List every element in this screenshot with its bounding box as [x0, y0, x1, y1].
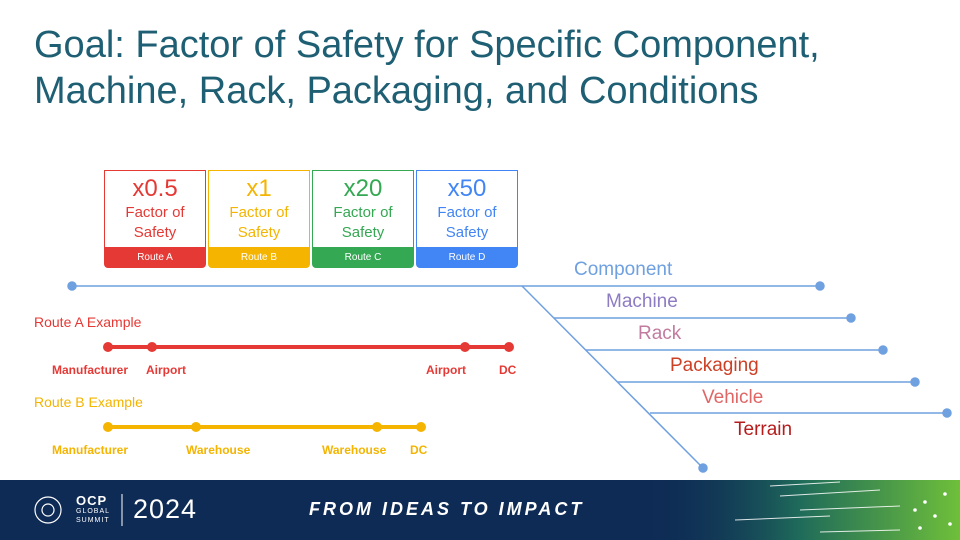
- spark-dot: [923, 500, 927, 504]
- logo-ocp-text: OCP: [76, 493, 108, 508]
- spark-dot: [913, 508, 917, 512]
- route-a-stop-label: Airport: [426, 363, 466, 377]
- spark-dot: [933, 514, 937, 518]
- factor-multiplier: x50: [447, 175, 487, 202]
- route-a-stop-label: Airport: [146, 363, 186, 377]
- factor-multiplier: x0.5: [132, 175, 178, 202]
- spine-start-dot: [67, 281, 77, 291]
- diagonal-end-dot: [698, 463, 708, 473]
- spark-dot: [918, 526, 922, 530]
- footer-banner: OCP GLOBAL SUMMIT 2024 FROM IDEAS TO IMP…: [0, 480, 960, 540]
- arrow-streak: [779, 489, 881, 497]
- branch-label-component: Component: [574, 259, 673, 280]
- branch-label-rack: Rack: [638, 323, 682, 344]
- factor-multiplier: x20: [343, 175, 383, 202]
- route-a-stop-dot: [147, 342, 157, 352]
- footer-art: [34, 480, 960, 540]
- factor-box-route-d: x50 Factor of Safety: [416, 170, 518, 248]
- factor-box-route-c: x20 Factor of Safety: [312, 170, 414, 248]
- branch-label-machine: Machine: [606, 291, 678, 312]
- route-a-stop-label: DC: [499, 363, 517, 377]
- footer-tagline: FROM IDEAS TO IMPACT: [309, 499, 585, 519]
- footer-year: 2024: [133, 494, 198, 524]
- route-tag-d: Route D: [416, 248, 518, 268]
- logo-subtext-global: GLOBAL: [76, 508, 111, 515]
- diagonal-line: [521, 285, 704, 469]
- spark-dot: [943, 492, 947, 496]
- branch-end-dot: [815, 281, 825, 291]
- factor-label: Factor of Safety: [125, 204, 185, 241]
- diagram-lines: [67, 281, 952, 473]
- branch-label-vehicle: Vehicle: [702, 387, 764, 408]
- branch-end-dot: [846, 313, 856, 323]
- branch-label-packaging: Packaging: [670, 355, 759, 376]
- route-b-stop-label: DC: [410, 443, 428, 457]
- route-tag-a: Route A: [104, 248, 206, 268]
- route-tag-c: Route C: [312, 248, 414, 268]
- route-b-stop-label: Manufacturer: [52, 443, 129, 457]
- route-b-stop-label: Warehouse: [322, 443, 387, 457]
- factor-label: Factor of Safety: [229, 204, 289, 241]
- route-a-stop-dot: [460, 342, 470, 352]
- route-a-stop-dot: [103, 342, 113, 352]
- factor-label: Factor of Safety: [333, 204, 393, 241]
- ocp-logo-icon: [34, 496, 62, 524]
- route-tag-b: Route B: [208, 248, 310, 268]
- arrow-streak: [734, 515, 831, 521]
- route-b-stop-dot: [191, 422, 201, 432]
- arrow-streak: [799, 505, 901, 511]
- route-a-stop-label: Manufacturer: [52, 363, 129, 377]
- route-b-stop-dot: [103, 422, 113, 432]
- branch-end-dot: [878, 345, 888, 355]
- factor-box-route-b: x1 Factor of Safety: [208, 170, 310, 248]
- factor-box-route-a: x0.5 Factor of Safety: [104, 170, 206, 248]
- factor-multiplier: x1: [246, 175, 272, 202]
- page-title: Goal: Factor of Safety for Specific Comp…: [34, 24, 820, 112]
- route-b-stop-dot: [372, 422, 382, 432]
- branch-label-terrain: Terrain: [734, 419, 793, 440]
- arrow-streak: [819, 529, 901, 533]
- route-b-stop-label: Warehouse: [186, 443, 251, 457]
- spark-dot: [948, 522, 952, 526]
- arrow-streak: [769, 481, 841, 487]
- route-a-example-title: Route A Example: [34, 314, 142, 330]
- route-b-example-title: Route B Example: [34, 394, 143, 410]
- branch-end-dot: [942, 408, 952, 418]
- route-a-stop-dot: [504, 342, 514, 352]
- route-b-stop-dot: [416, 422, 426, 432]
- logo-subtext-summit: SUMMIT: [76, 517, 110, 524]
- factor-label: Factor of Safety: [437, 204, 497, 241]
- branch-end-dot: [910, 377, 920, 387]
